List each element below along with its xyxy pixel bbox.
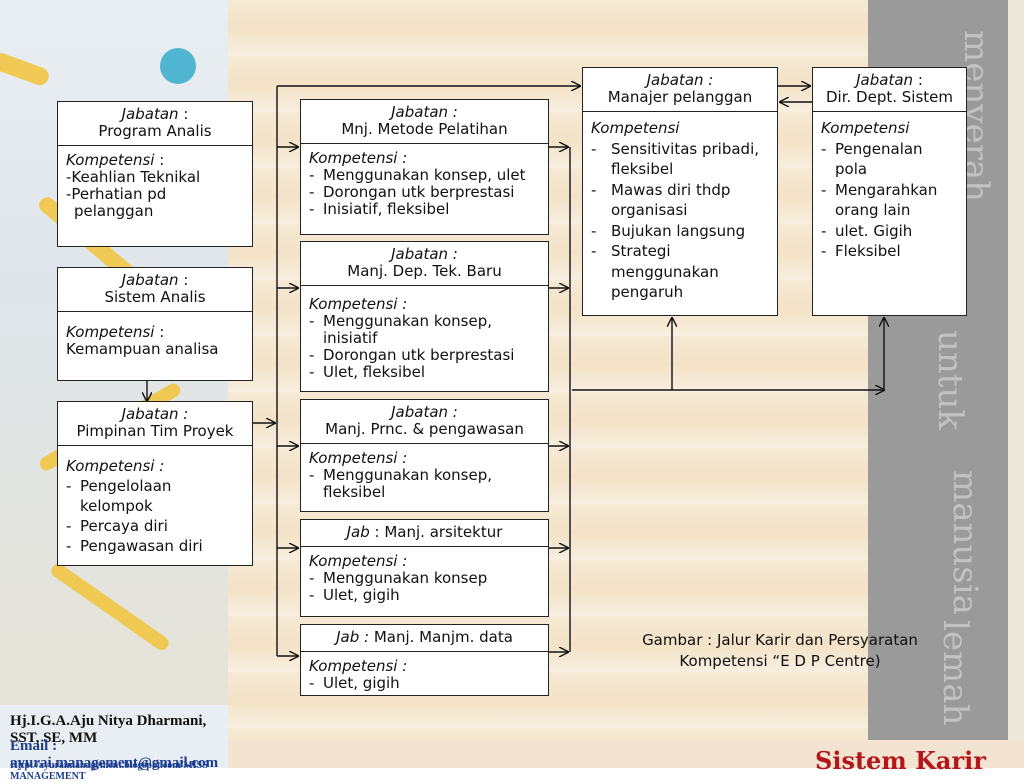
job-title: Manajer pelanggan xyxy=(587,89,773,106)
jabatan-label: Jabatan : xyxy=(587,72,773,89)
competency-item: Ulet, gigih xyxy=(323,587,400,604)
competency-item: Dorongan utk berprestasi xyxy=(323,184,514,201)
competency-item: Sensitivitas pribadi, fleksibel xyxy=(611,139,769,180)
kompetensi-label: Kompetensi xyxy=(66,323,154,341)
competency-item: Menggunakan konsep, fleksibel xyxy=(323,467,540,501)
competency-item: -Keahlian Teknikal xyxy=(66,169,244,186)
job-title: Mnj. Metode Pelatihan xyxy=(305,121,544,138)
competency-item: Kemampuan analisa xyxy=(66,341,244,358)
competency-item: Pengenalan pola xyxy=(835,139,958,180)
job-title: Manj. Dep. Tek. Baru xyxy=(305,263,544,280)
kompetensi-label: Kompetensi : xyxy=(309,553,540,570)
competency-item: ulet. Gigih xyxy=(835,221,912,242)
box-program-analis: Jabatan : Program Analis Kompetensi : -K… xyxy=(57,101,253,247)
competency-item: pelanggan xyxy=(66,203,244,220)
job-title: Program Analis xyxy=(62,123,248,140)
box-manajer-pelanggan: Jabatan : Manajer pelanggan Kompetensi -… xyxy=(582,67,778,316)
jabatan-label: Jabatan xyxy=(856,71,913,89)
box-pimpinan-tim-proyek: Jabatan : Pimpinan Tim Proyek Kompetensi… xyxy=(57,401,253,566)
box-dir-dept-sistem: Jabatan : Dir. Dept. Sistem Kompetensi -… xyxy=(812,67,967,316)
competency-item: -Perhatian pd xyxy=(66,186,244,203)
job-title: Sistem Analis xyxy=(62,289,248,306)
box-arsitektur: Jab : Manj. arsitektur Kompetensi : -Men… xyxy=(300,519,549,617)
author-block: Hj.I.G.A.Aju Nitya Dharmani, SST, SE, MM… xyxy=(0,705,228,768)
kompetensi-label: Kompetensi xyxy=(591,118,769,139)
competency-item: Pengawasan diri xyxy=(80,536,203,556)
job-title: Dir. Dept. Sistem xyxy=(817,89,962,106)
figure-caption: Gambar : Jalur Karir dan Persyaratan Kom… xyxy=(600,630,960,672)
competency-item: Menggunakan konsep xyxy=(323,570,487,587)
competency-item: Percaya diri xyxy=(80,516,168,536)
competency-item: Fleksibel xyxy=(835,241,901,262)
kompetensi-label: Kompetensi xyxy=(821,118,958,139)
caption-line: Gambar : Jalur Karir dan Persyaratan xyxy=(600,630,960,651)
jabatan-label: Jab xyxy=(347,523,370,541)
competency-item: Ulet, fleksibel xyxy=(323,364,425,381)
jabatan-label: Jabatan xyxy=(122,105,179,123)
box-manjm-data: Jab : Manj. Manjm. data Kompetensi : -Ul… xyxy=(300,624,549,696)
competency-item: Bujukan langsung xyxy=(611,221,745,242)
jabatan-label: Jabatan : xyxy=(305,404,544,421)
jabatan-label: Jab : xyxy=(336,628,369,646)
jabatan-label: Jabatan : xyxy=(305,246,544,263)
caption-line: Kompetensi “E D P Centre) xyxy=(600,651,960,672)
jabatan-label: Jabatan : xyxy=(62,406,248,423)
kompetensi-label: Kompetensi : xyxy=(66,456,244,476)
box-sistem-analis: Jabatan : Sistem Analis Kompetensi : Kem… xyxy=(57,267,253,381)
competency-item: Pengelolaan kelompok xyxy=(80,476,244,516)
competency-item: Mawas diri thdp organisasi xyxy=(611,180,769,221)
slide-title: Sistem Karir xyxy=(815,746,986,775)
box-prnc-pengawasan: Jabatan : Manj. Prnc. & pengawasan Kompe… xyxy=(300,399,549,512)
kompetensi-label: Kompetensi : xyxy=(309,150,540,167)
jabatan-label: Jabatan xyxy=(122,271,179,289)
kompetensi-label: Kompetensi xyxy=(66,151,154,169)
competency-item: Ulet, gigih xyxy=(323,675,400,692)
competency-item: Menggunakan konsep, inisiatif xyxy=(323,313,540,347)
job-title: Manj. Prnc. & pengawasan xyxy=(305,421,544,438)
competency-item: Menggunakan konsep, ulet xyxy=(323,167,526,184)
kompetensi-label: Kompetensi : xyxy=(309,296,540,313)
competency-item: Strategi menggunakan pengaruh xyxy=(611,241,769,303)
author-url: Http://ayuraimanagement.blogspot.com/MIS… xyxy=(10,760,228,782)
competency-item: Mengarahkan orang lain xyxy=(835,180,958,221)
kompetensi-label: Kompetensi : xyxy=(309,450,540,467)
box-dep-tek-baru: Jabatan : Manj. Dep. Tek. Baru Kompetens… xyxy=(300,241,549,392)
job-title: Manj. arsitektur xyxy=(384,523,502,541)
job-title: Manj. Manjm. data xyxy=(374,628,513,646)
competency-item: Dorongan utk berprestasi xyxy=(323,347,514,364)
box-metode-pelatihan: Jabatan : Mnj. Metode Pelatihan Kompeten… xyxy=(300,99,549,235)
jabatan-label: Jabatan : xyxy=(305,104,544,121)
kompetensi-label: Kompetensi : xyxy=(309,658,540,675)
competency-item: Inisiatif, fleksibel xyxy=(323,201,449,218)
job-title: Pimpinan Tim Proyek xyxy=(62,423,248,440)
